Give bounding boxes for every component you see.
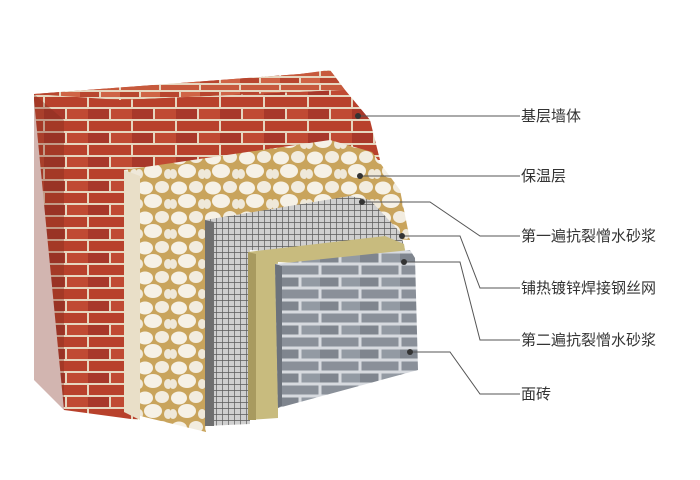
face-tile-layer [275, 250, 418, 408]
dot-tile [407, 349, 413, 355]
label-first-mortar: 第一遍抗裂憎水砂浆 [521, 227, 657, 245]
label-base-wall: 基层墙体 [521, 107, 582, 125]
dot-mortar2 [401, 259, 407, 265]
callout-dots [355, 113, 413, 355]
leader-mortar2 [404, 261, 520, 341]
leader-tile [410, 351, 520, 395]
label-mesh: 铺热镀锌焊接钢丝网 [521, 279, 657, 297]
dot-insulation [357, 173, 363, 179]
leader-mortar1 [362, 201, 520, 237]
dot-mesh [399, 233, 405, 239]
dot-base-wall [355, 113, 361, 119]
label-insulation: 保温层 [521, 167, 567, 185]
leader-mesh [402, 235, 520, 289]
dot-mortar1 [359, 199, 365, 205]
label-face-tile: 面砖 [521, 385, 552, 403]
callout-leaders [358, 115, 520, 395]
label-second-mortar: 第二遍抗裂憎水砂浆 [521, 331, 657, 349]
